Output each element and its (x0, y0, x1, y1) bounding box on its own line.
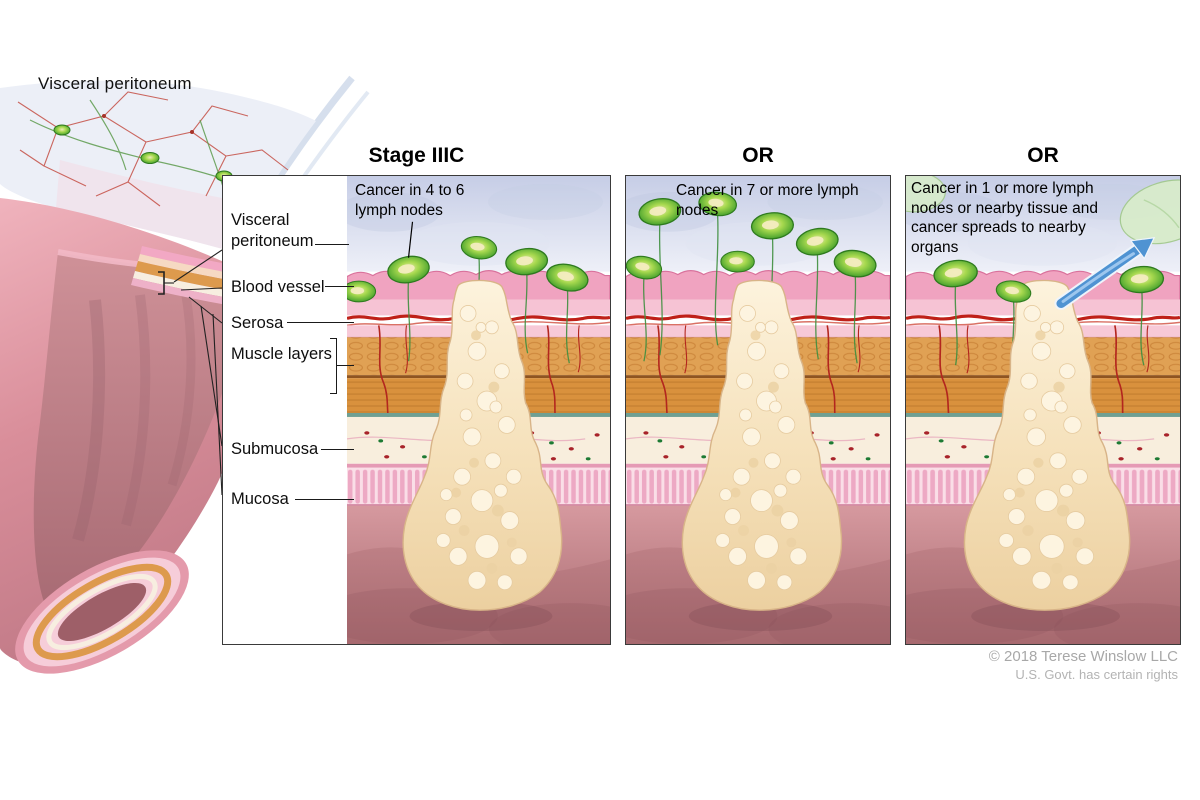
nearby-organs-wall-illustration (906, 176, 1180, 644)
label-visceral-peritoneum: Visceral peritoneum (231, 211, 314, 251)
organ-vein (1143, 199, 1180, 229)
leader-serosa (287, 322, 354, 324)
colon-overview-illustration (0, 75, 370, 674)
muscle-bracket-icon (336, 338, 338, 394)
layer-label-box: Visceral peritoneum Blood vessel Serosa … (223, 176, 354, 644)
visceral-peritoneum-top-label: Visceral peritoneum (38, 74, 192, 93)
panel-or-nearby-organs: OR (905, 144, 1181, 645)
small-lymph-node-icon (53, 124, 71, 136)
label-submucosa: Submucosa (231, 440, 319, 458)
panel-caption-seven-plus: Cancer in 7 or more lymph nodes (676, 182, 859, 219)
seven-plus-art: Cancer in 7 or more lymph nodes (626, 176, 890, 644)
panel-caption-stage-iiic: Cancer in 4 to 6 lymph nodes (355, 182, 465, 219)
copyright-line-1: © 2018 Terese Winslow LLC (988, 648, 1178, 665)
nearby-organs-art: Cancer in 1 or more lymph nodes or nearb… (906, 176, 1180, 644)
muscle-bracket-bottom-tick (330, 392, 337, 394)
leader-visceral-peritoneum (315, 244, 349, 246)
leader-submucosa (321, 449, 354, 451)
panel-title-stage-iiic: Stage IIIC (368, 144, 465, 167)
label-serosa: Serosa (231, 314, 284, 332)
nearby-organ-icon (1119, 179, 1180, 245)
nearby-organ-icon (906, 176, 946, 213)
panel-stage-iiic: Stage IIIC Visceral peritoneum Blood ves… (222, 144, 611, 645)
panel-caption-nearby-organs: Cancer in 1 or more lymph nodes or nearb… (911, 180, 1098, 256)
label-muscle-layers: Muscle layers (231, 345, 332, 363)
cut-end-cross-section (15, 550, 189, 674)
muscle-bracket-top-tick (330, 338, 337, 340)
label-leader-lines (158, 249, 223, 496)
panel-or-seven-plus: OR Cancer (625, 144, 891, 645)
panel-title-or-1: OR (742, 144, 774, 167)
caption-pointer-line (407, 221, 414, 258)
label-mucosa: Mucosa (231, 490, 289, 508)
stage-iiic-art: Cancer in 4 to 6 lymph nodes (347, 176, 610, 644)
cutaway-layer-stack (131, 246, 238, 305)
small-lymph-node-icon (140, 152, 160, 164)
lymph-node-icon (347, 280, 377, 303)
copyright-line-2: U.S. Govt. has certain rights (1015, 666, 1178, 682)
spread-arrow-icon (1054, 236, 1156, 310)
label-blood-vessel: Blood vessel (231, 278, 325, 296)
stage-iiic-wall-illustration (347, 176, 610, 644)
lymph-node-icon (720, 250, 755, 273)
leader-mucosa (295, 499, 354, 501)
seven-plus-wall-illustration (626, 176, 890, 644)
panel-title-or-2: OR (1027, 144, 1059, 167)
leader-muscle-layers (337, 365, 354, 367)
copyright-notice: © 2018 Terese Winslow LLC U.S. Govt. has… (989, 648, 1178, 684)
colon-body (0, 198, 262, 674)
leader-blood-vessel (325, 286, 354, 288)
